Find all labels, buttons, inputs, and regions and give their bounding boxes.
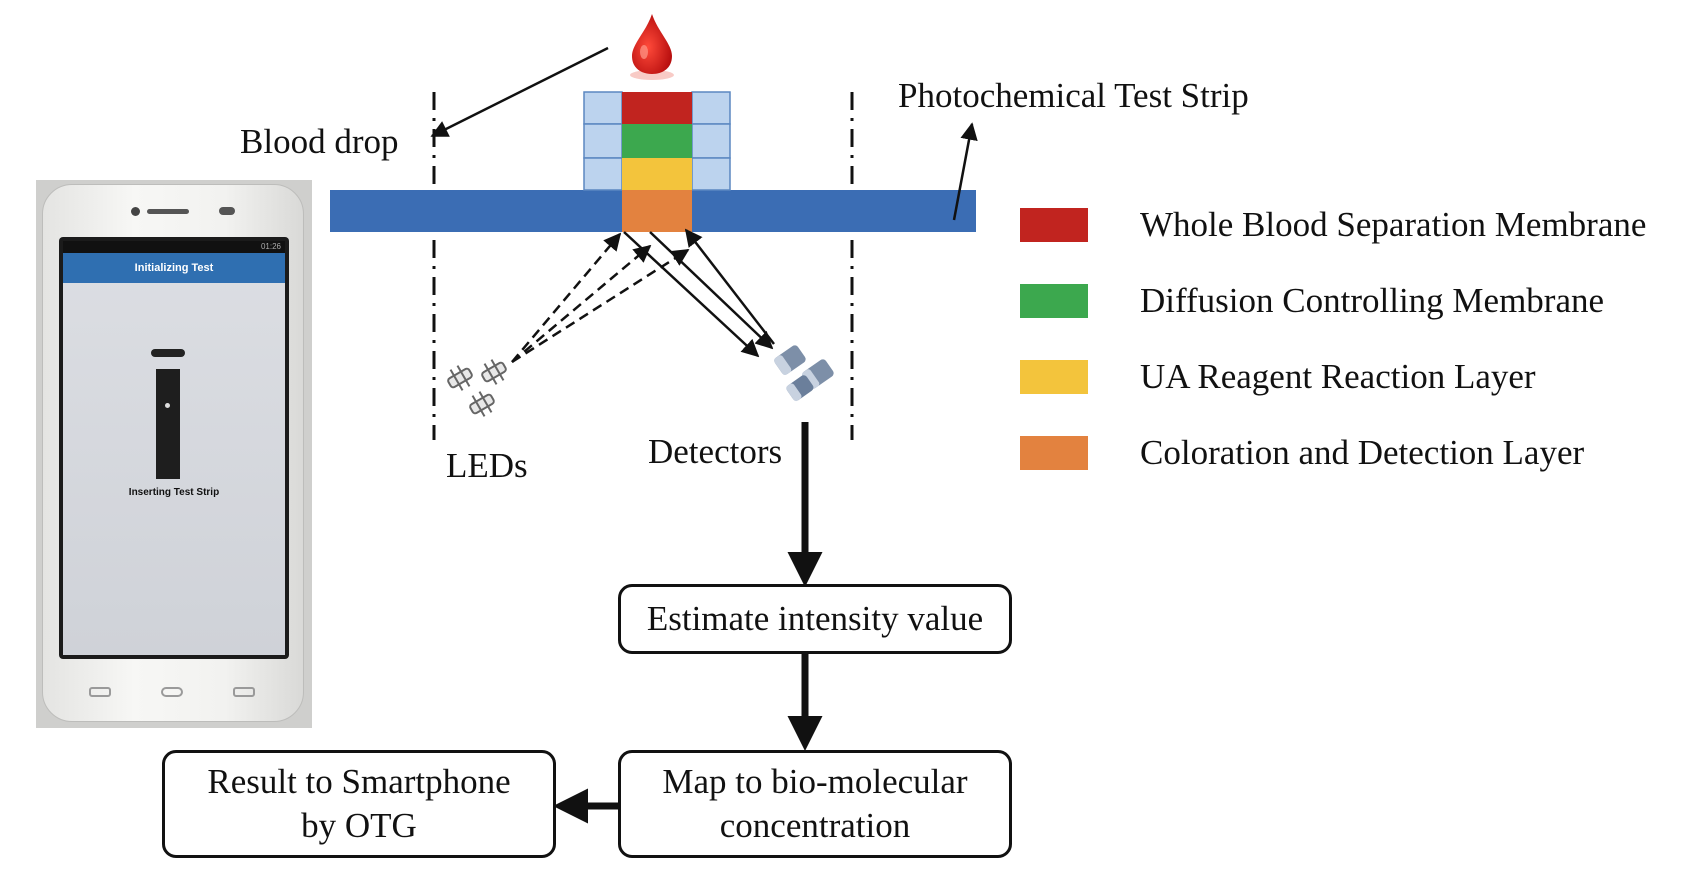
legend-label-ua-reagent: UA Reagent Reaction Layer (1140, 357, 1536, 396)
layer-ua-reagent (622, 158, 692, 190)
leds-label: LEDs (446, 446, 528, 485)
legend-item-coloration: Coloration and Detection Layer (1020, 430, 1584, 476)
smartphone-body: 01:26 Initializing Test Inserting Test S… (42, 184, 304, 722)
layer-stack (583, 91, 731, 191)
blood-drop-label: Blood drop (240, 122, 399, 161)
estimate-intensity-box: Estimate intensity value (618, 584, 1012, 654)
result-smartphone-line1: Result to Smartphone (207, 762, 511, 802)
legend-item-whole-blood: Whole Blood Separation Membrane (1020, 202, 1646, 248)
blood-drop-pointer (430, 46, 609, 138)
layer-diffusion-controlling (622, 124, 692, 158)
legend-swatch-coloration (1020, 436, 1088, 470)
result-smartphone-line2: by OTG (301, 806, 417, 845)
legend-swatch-diffusion (1020, 284, 1088, 318)
front-camera-icon (131, 207, 140, 216)
layer-whole-blood-separation (622, 92, 692, 124)
legend-swatch-ua-reagent (1020, 360, 1088, 394)
home-key-icon (161, 687, 183, 697)
reflected-rays (623, 228, 775, 358)
test-strip-label: Photochemical Test Strip (898, 76, 1249, 115)
estimate-intensity-text: Estimate intensity value (646, 599, 984, 639)
layer-coloration-detection (622, 190, 692, 232)
sensor-icon (219, 207, 235, 215)
back-key-icon (233, 687, 255, 697)
smartphone-screen: 01:26 Initializing Test Inserting Test S… (59, 237, 289, 659)
map-concentration-line1: Map to bio-molecular (662, 762, 968, 802)
legend-item-diffusion: Diffusion Controlling Membrane (1020, 278, 1604, 324)
smartphone-photo: 01:26 Initializing Test Inserting Test S… (36, 180, 312, 728)
detector-icon (773, 345, 834, 402)
map-concentration-line2: concentration (719, 806, 911, 845)
legend-swatch-whole-blood (1020, 208, 1088, 242)
menu-key-icon (89, 687, 111, 697)
app-title-bar: Initializing Test (63, 253, 285, 283)
legend-item-ua-reagent: UA Reagent Reaction Layer (1020, 354, 1536, 400)
blood-drop-icon (630, 14, 674, 80)
led-icon (447, 359, 507, 417)
earpiece-speaker (147, 209, 189, 214)
led-rays (511, 232, 690, 364)
map-concentration-box: Map to bio-molecular concentration (618, 750, 1012, 858)
result-smartphone-box: Result to Smartphone by OTG (162, 750, 556, 858)
test-strip-pointer (952, 122, 978, 221)
status-bar: 01:26 (63, 241, 285, 253)
detectors-label: Detectors (648, 432, 783, 471)
legend-label-diffusion: Diffusion Controlling Membrane (1140, 281, 1605, 320)
strip-slot-icon (151, 349, 185, 357)
screen-caption: Inserting Test Strip (128, 487, 220, 498)
test-strip-image (156, 369, 180, 479)
legend-label-whole-blood: Whole Blood Separation Membrane (1140, 205, 1647, 244)
legend-label-coloration: Coloration and Detection Layer (1140, 433, 1585, 472)
